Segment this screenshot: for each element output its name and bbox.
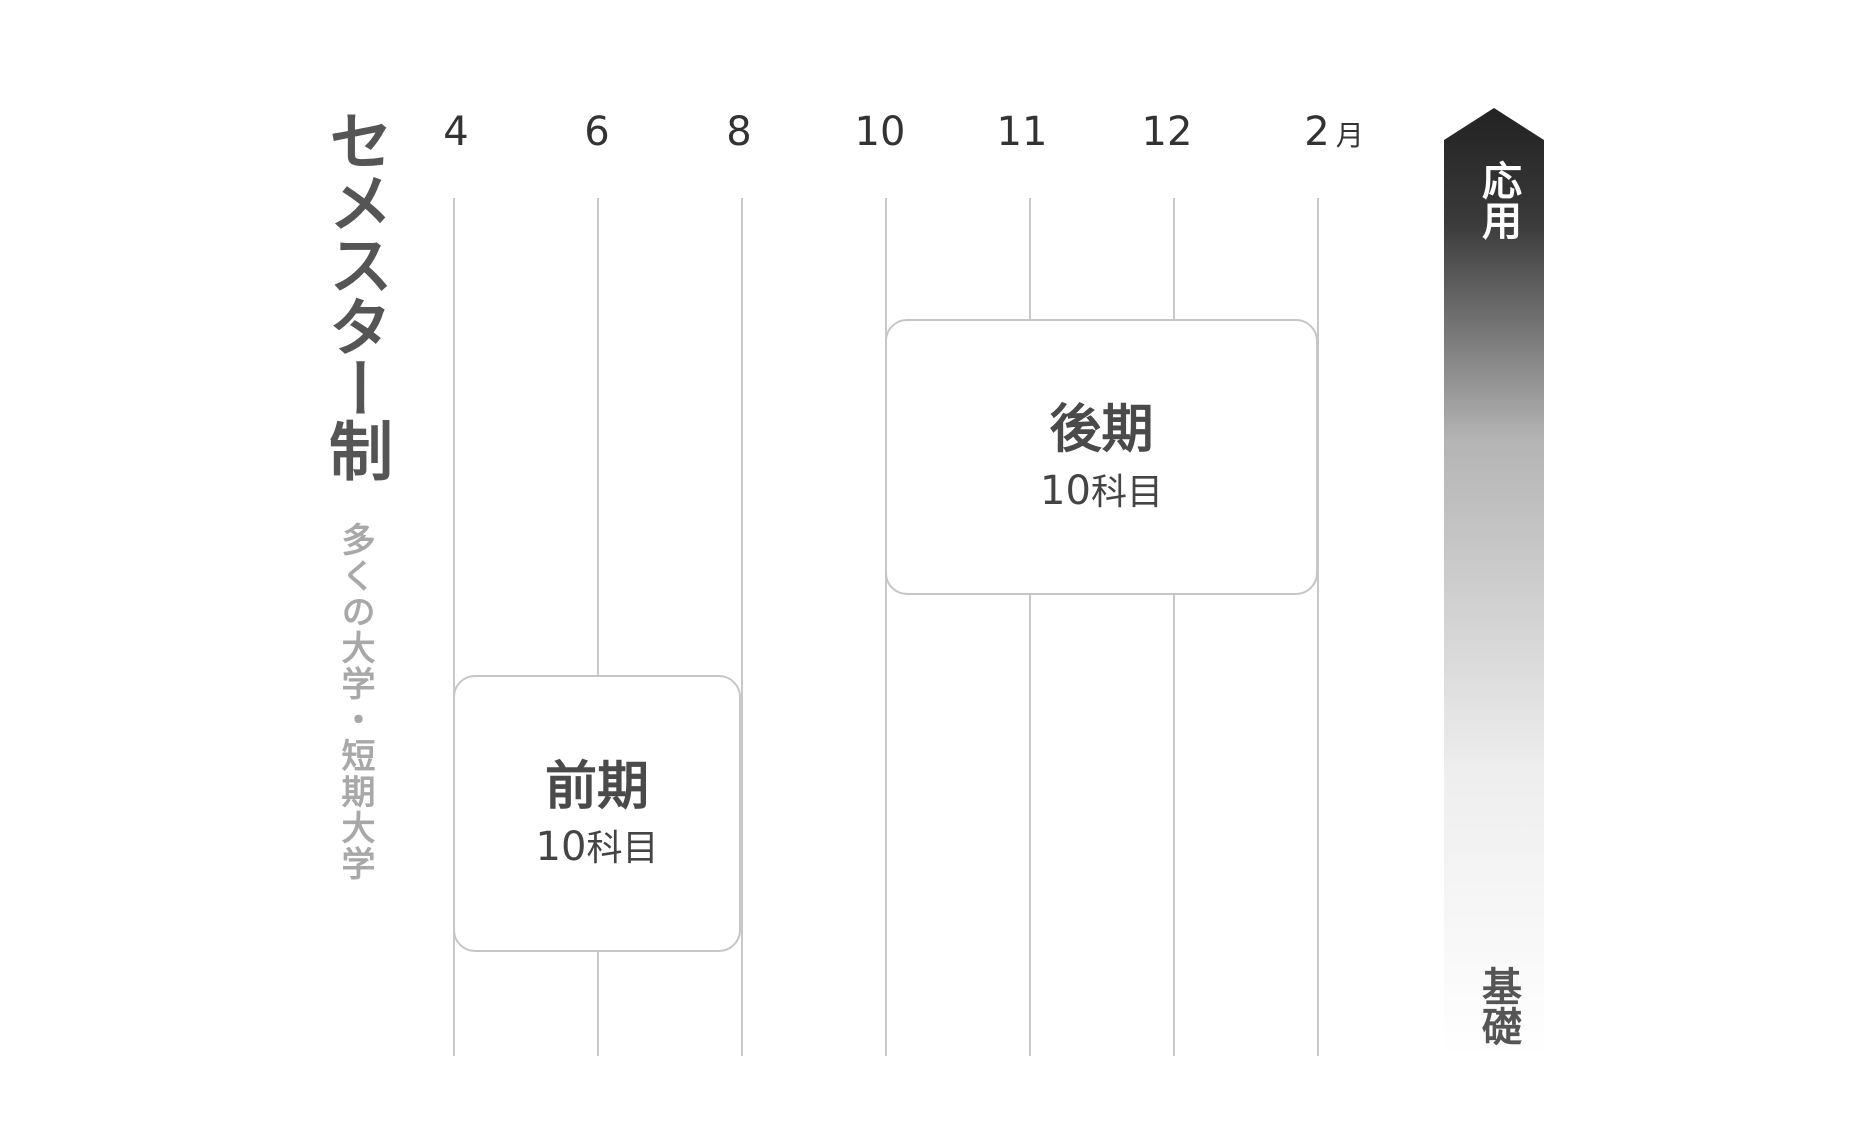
diagram-title: セメスター制 — [318, 108, 392, 480]
first-semester-box: 前期 10科目 — [453, 675, 741, 952]
arrow-shape — [1444, 108, 1544, 1058]
title-column: セメスター制 多くの大学・短期大学 — [318, 108, 392, 882]
course-count-number: 10 — [535, 824, 587, 871]
month-label-10: 10 — [854, 109, 906, 155]
course-count-number: 10 — [1040, 467, 1091, 514]
month-label-4: 4 — [443, 109, 469, 155]
grid-line — [885, 198, 887, 1056]
month-unit: 月 — [1335, 119, 1364, 152]
second-semester-box: 後期 10科目 — [885, 319, 1318, 595]
grid-line — [741, 198, 743, 1056]
month-label-12: 12 — [1141, 109, 1193, 155]
month-label-8: 8 — [726, 109, 752, 155]
diagram-subtitle: 多くの大学・短期大学 — [335, 522, 375, 882]
level-arrow-bar — [1444, 108, 1544, 1058]
advanced-label: 応用 — [1475, 160, 1521, 240]
grid-line — [453, 198, 455, 1056]
basic-label: 基礎 — [1475, 966, 1521, 1046]
semester-name: 後期 — [1049, 400, 1154, 461]
course-count: 10科目 — [1040, 469, 1163, 513]
grid-line — [1173, 198, 1175, 1056]
grid-line — [1317, 198, 1319, 1056]
semester-name: 前期 — [544, 756, 649, 817]
month-label-11: 11 — [996, 109, 1048, 155]
course-count: 10科目 — [536, 825, 659, 869]
grid-line — [1029, 198, 1031, 1056]
grid-line — [597, 198, 599, 1056]
month-number: 2 — [1304, 109, 1330, 155]
month-label-6: 6 — [584, 109, 610, 155]
course-count-unit: 科目 — [1090, 471, 1163, 513]
course-count-unit: 科目 — [586, 828, 659, 870]
